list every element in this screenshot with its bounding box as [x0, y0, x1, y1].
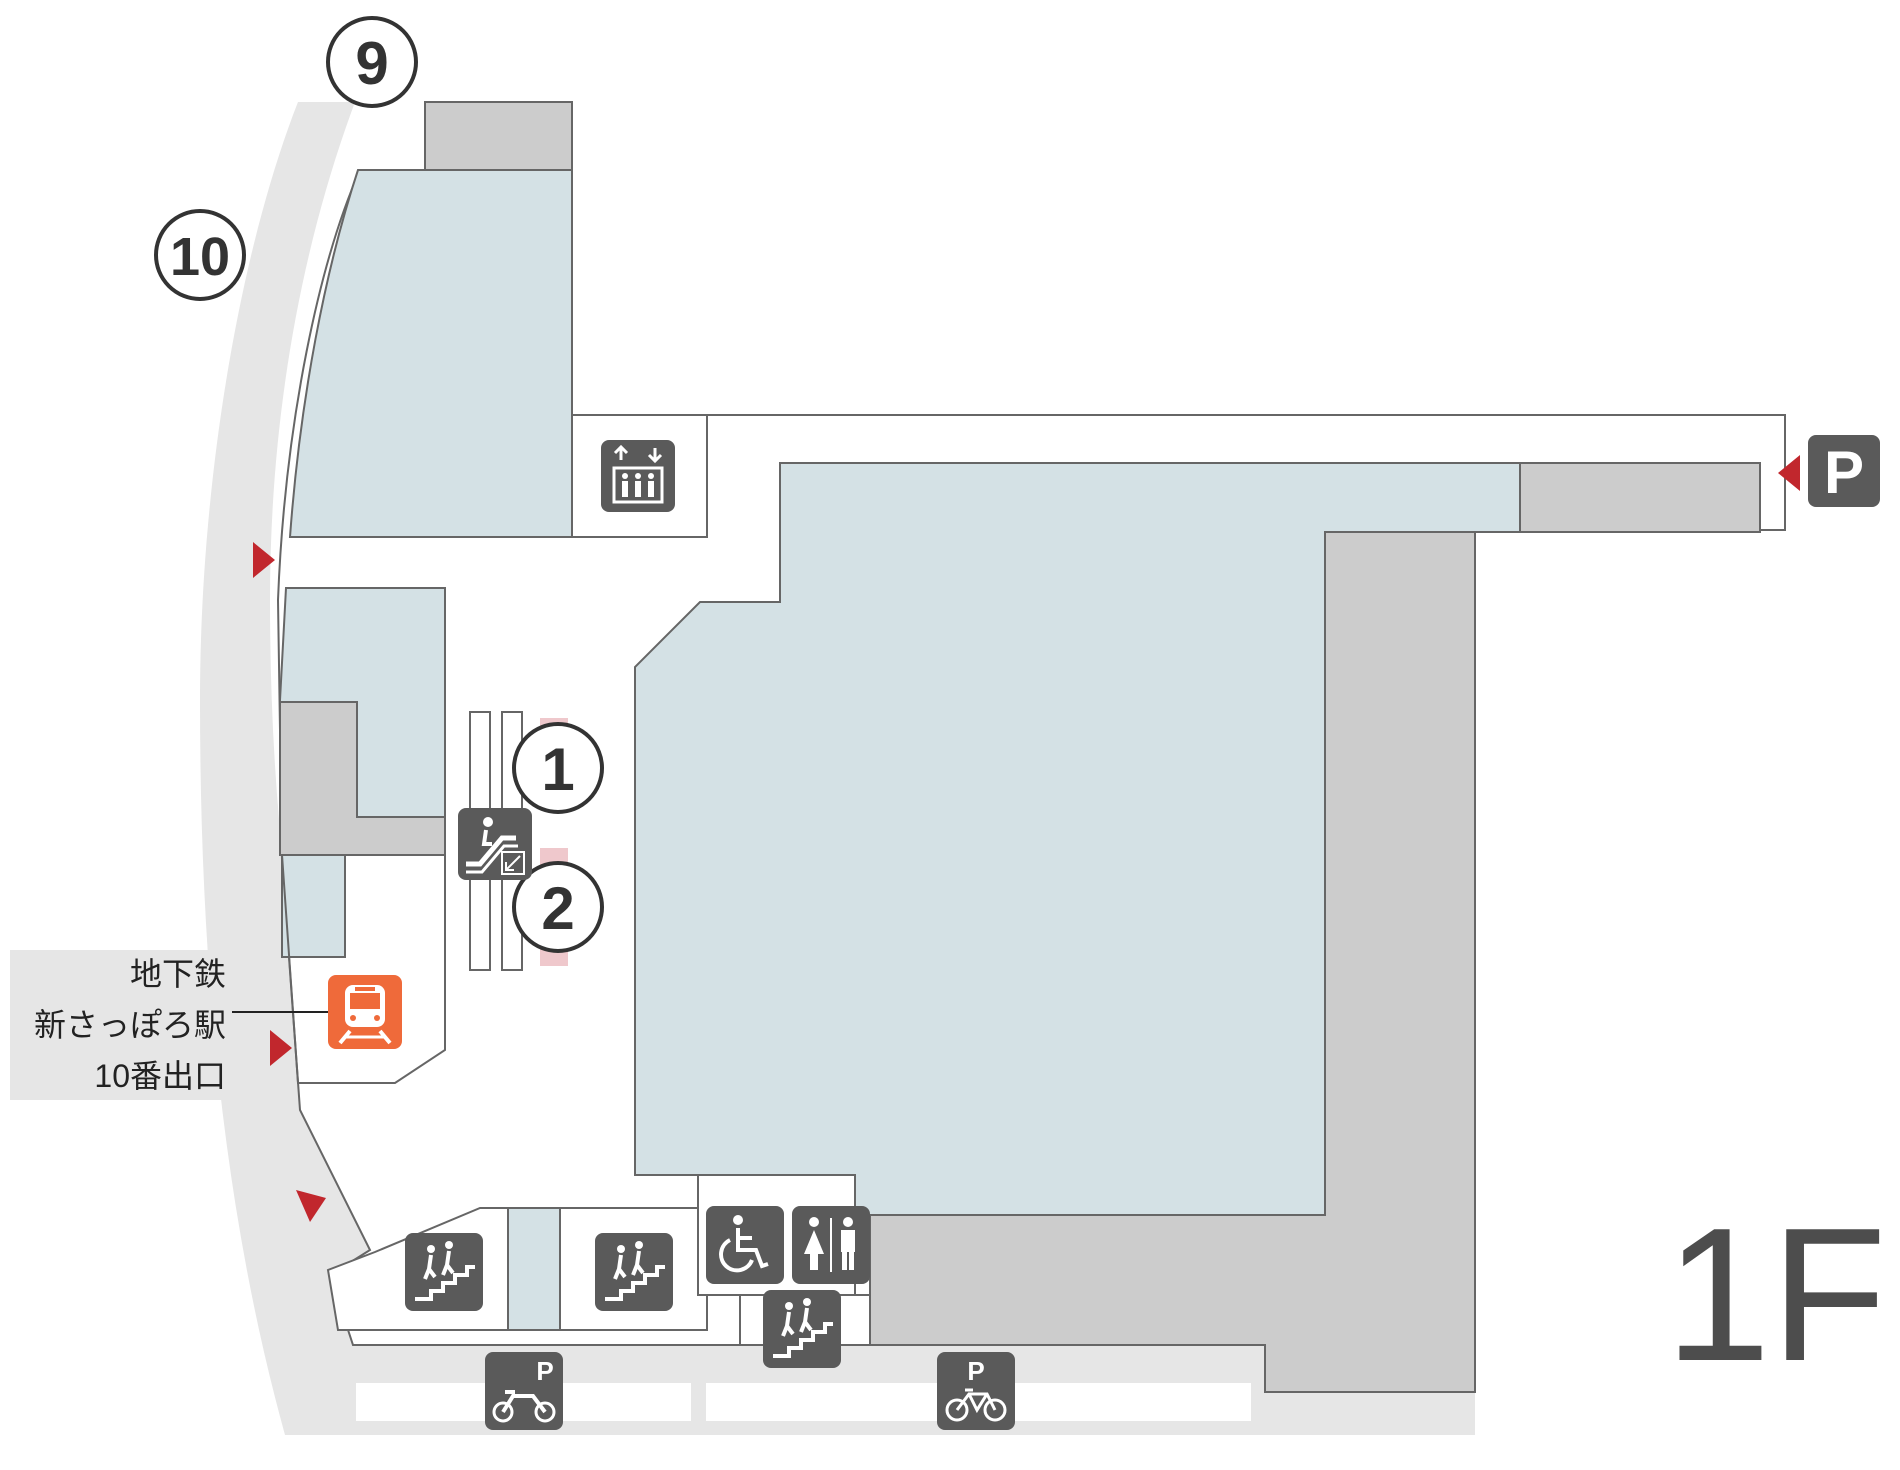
- restroom-icon: [792, 1206, 870, 1284]
- station-label-line-3: 10番出口: [94, 1058, 226, 1094]
- entrance-arrow-icon: [1778, 455, 1800, 491]
- parking-icon: P: [1808, 435, 1880, 507]
- stairs-icon: [405, 1233, 483, 1311]
- exit-9-label: 9: [355, 30, 388, 97]
- service-right: [869, 531, 1476, 1393]
- marker-2: 2: [512, 861, 604, 953]
- parking-letter: P: [1824, 439, 1864, 506]
- station-label-line-2: 新さっぽろ駅: [34, 1007, 226, 1043]
- wheelchair-icon: [706, 1206, 784, 1284]
- exit-10-marker: 10: [154, 209, 246, 301]
- station-room: [280, 854, 446, 1084]
- elevator-icon: [601, 440, 675, 512]
- exit-9-marker: 9: [326, 16, 418, 108]
- entrance-arrow-icon: [270, 1030, 292, 1066]
- corridor-bottom: [507, 1207, 561, 1331]
- station-label: 地下鉄 新さっぽろ駅 10番出口: [10, 950, 230, 1100]
- store-top-left: [288, 169, 573, 538]
- stairs-icon: [763, 1290, 841, 1368]
- exit-10-label: 10: [170, 227, 230, 287]
- bicycle-parking-icon: P: [937, 1352, 1015, 1430]
- station-label-line-1: 地下鉄: [130, 956, 226, 992]
- marker-1-label: 1: [541, 736, 574, 803]
- marker-2-label: 2: [541, 875, 574, 942]
- stairs-icon: [595, 1233, 673, 1311]
- bike-parking-letter: P: [967, 1356, 984, 1386]
- store-small-left: [281, 854, 346, 958]
- motorcycle-parking-icon: P: [485, 1352, 563, 1430]
- floor-label: 1F: [1665, 1189, 1887, 1401]
- service-right-top: [1519, 462, 1761, 533]
- service-room-top: [424, 101, 573, 171]
- entrance-arrow-icon: [296, 1190, 326, 1222]
- service-mid-left: [279, 701, 446, 856]
- escalator-icon: [458, 808, 532, 880]
- marker-1: 1: [512, 722, 604, 814]
- moto-parking-letter: P: [536, 1356, 553, 1386]
- entrance-arrow-icon: [253, 542, 275, 578]
- subway-train-icon: [328, 975, 402, 1049]
